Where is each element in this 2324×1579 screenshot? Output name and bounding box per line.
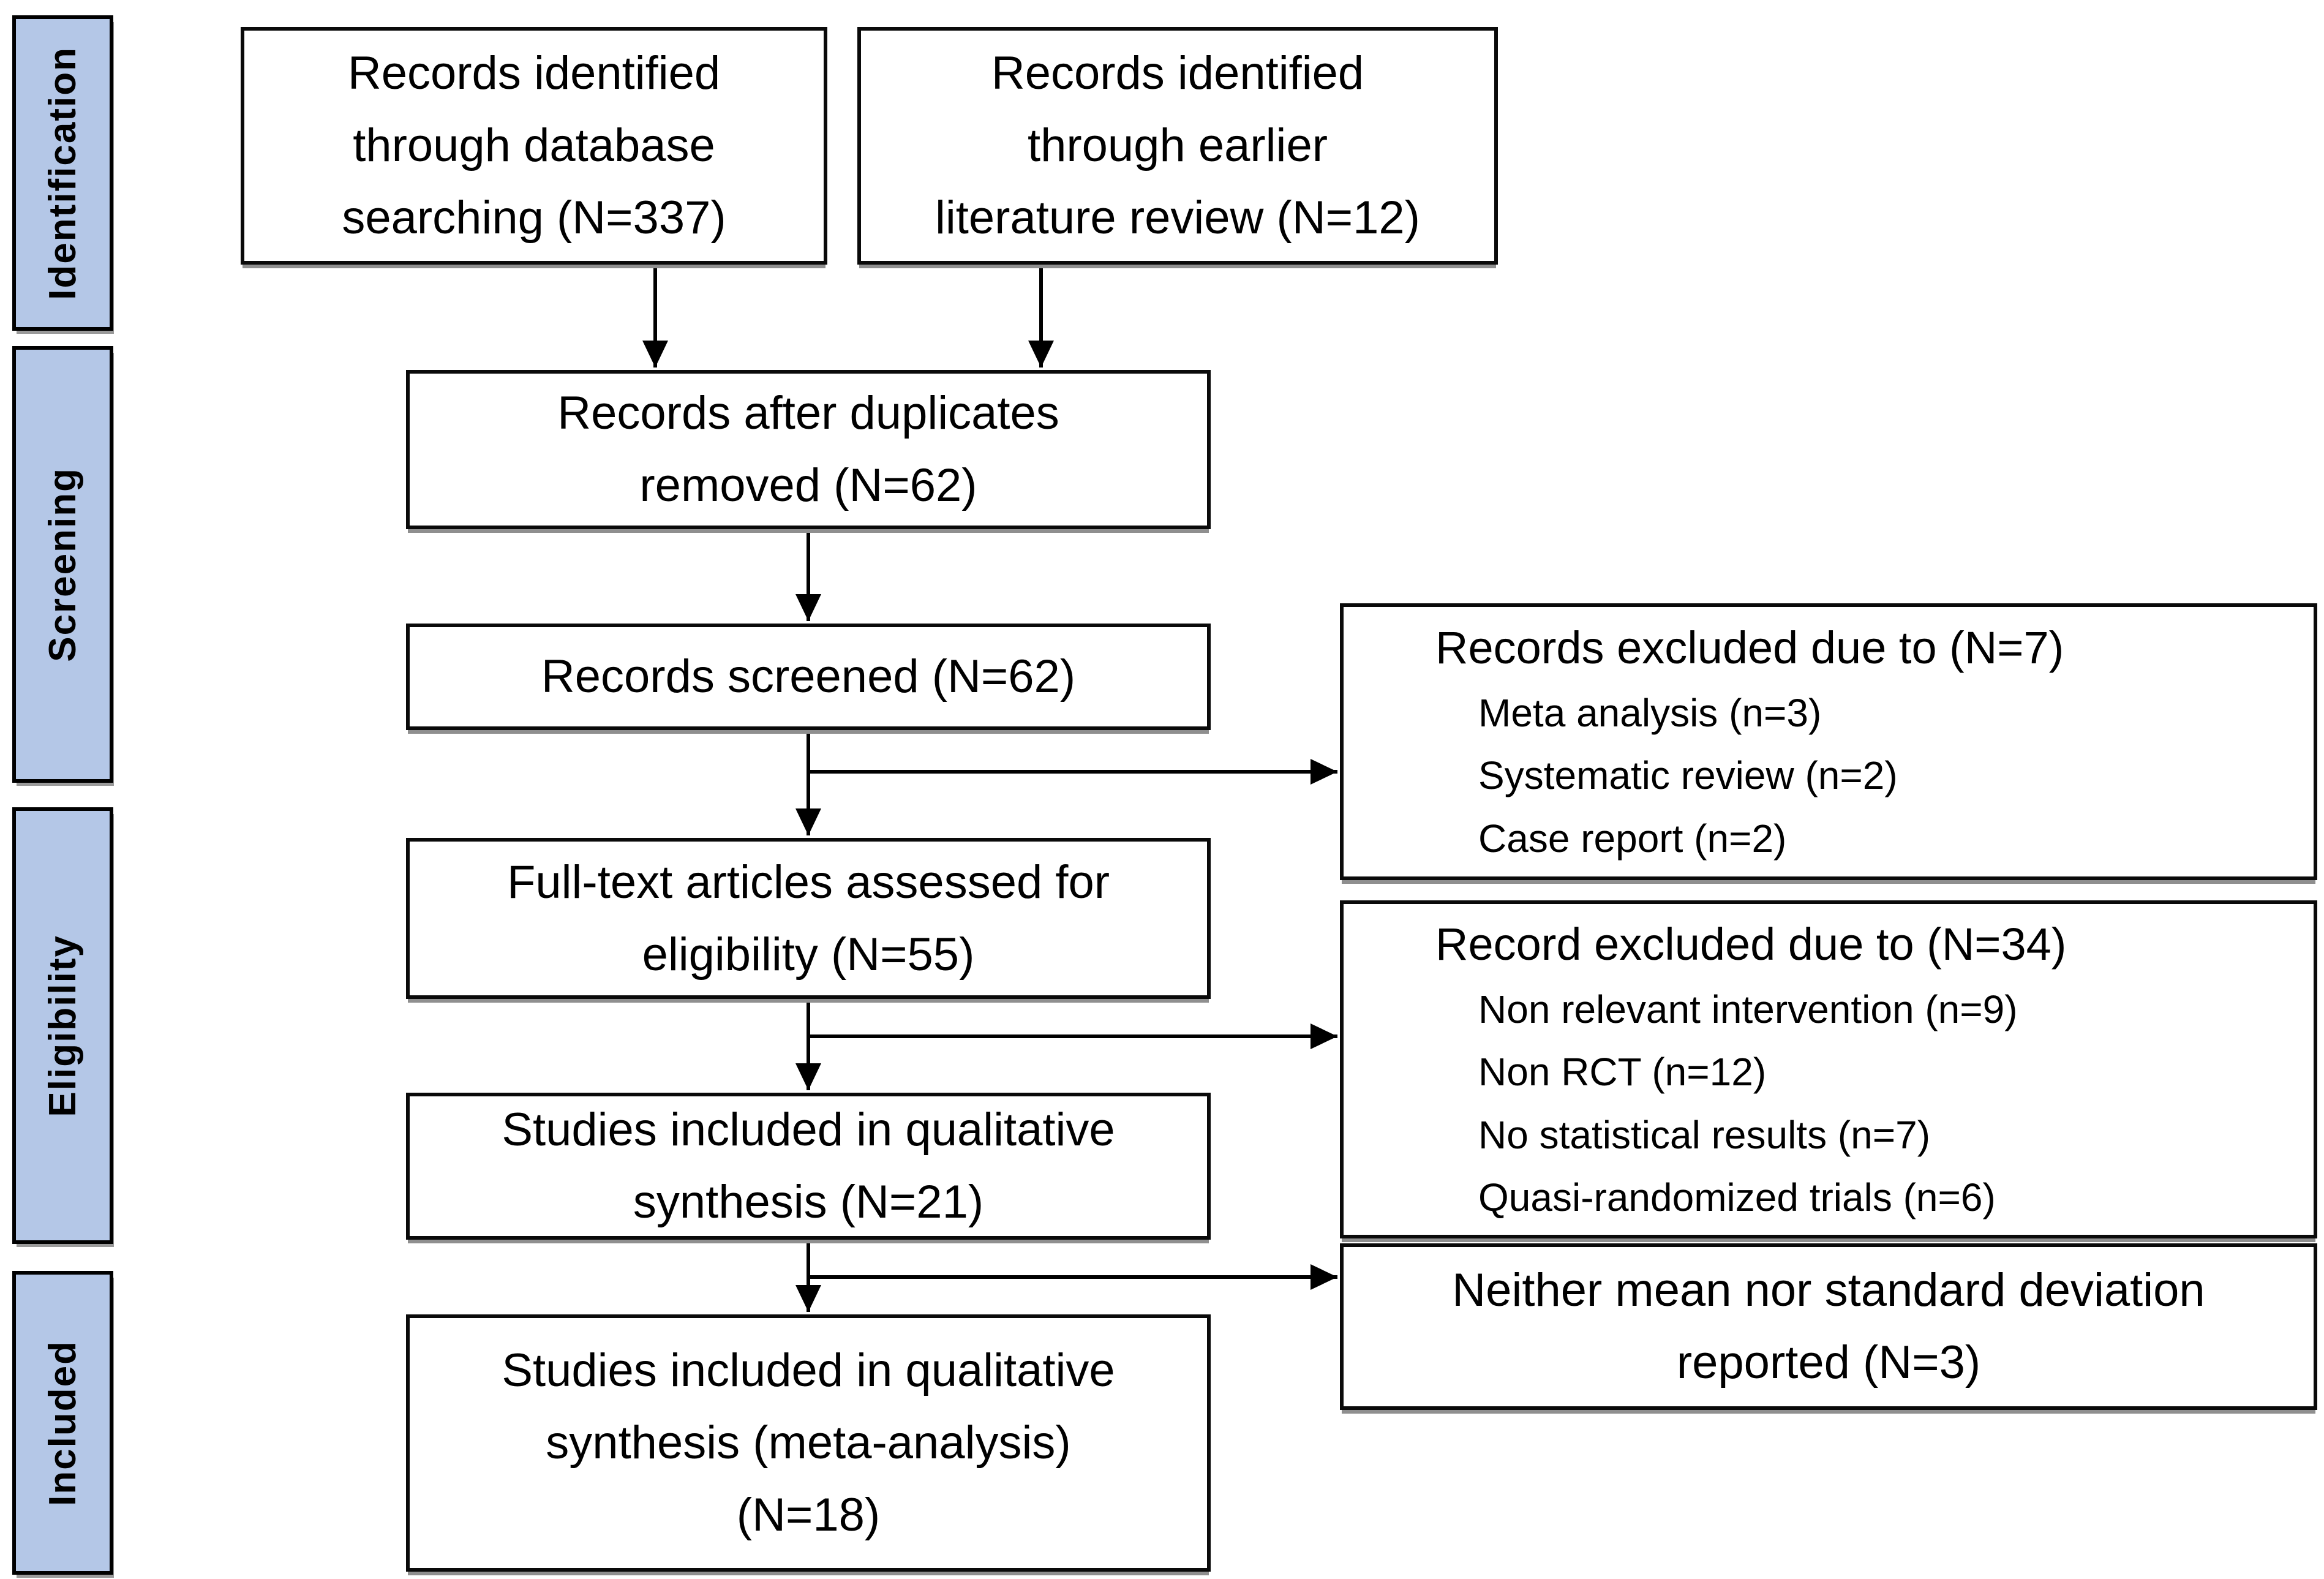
- stage-eligibility: Eligibility: [12, 807, 113, 1244]
- box-fulltext-assessed: Full-text articles assessed for eligibil…: [406, 838, 1211, 999]
- box-records-excluded-screening: Records excluded due to (N=7) Meta analy…: [1340, 603, 2317, 880]
- stage-eligibility-label: Eligibility: [42, 934, 84, 1117]
- box-no-mean-sd-reported-text: Neither mean nor standard deviation repo…: [1452, 1264, 2205, 1389]
- stage-screening-label: Screening: [42, 467, 84, 662]
- excluded-reason-systematic-review: Systematic review (n=2): [1478, 753, 1898, 798]
- box-records-excluded-screening-title: Records excluded due to (N=7): [1435, 622, 2064, 673]
- excluded-reason-quasi-randomized: Quasi-randomized trials (n=6): [1478, 1175, 1996, 1219]
- box-records-identified-database-text: Records identified through database sear…: [342, 47, 726, 244]
- box-records-screened-text: Records screened (N=62): [541, 650, 1076, 703]
- box-records-excluded-fulltext-title: Record excluded due to (N=34): [1435, 918, 2067, 970]
- stage-included: Included: [12, 1271, 113, 1575]
- box-meta-analysis-included-text: Studies included in qualitative synthesi…: [502, 1344, 1115, 1541]
- box-qualitative-synthesis-text: Studies included in qualitative synthesi…: [502, 1104, 1115, 1228]
- stage-identification-label: Identification: [42, 46, 84, 300]
- box-records-screened: Records screened (N=62): [406, 624, 1211, 730]
- excluded-reason-no-statistical-results: No statistical results (n=7): [1478, 1112, 1931, 1157]
- box-qualitative-synthesis: Studies included in qualitative synthesi…: [406, 1093, 1211, 1240]
- box-duplicates-removed-text: Records after duplicates removed (N=62): [557, 387, 1059, 511]
- excluded-reason-meta-analysis: Meta analysis (n=3): [1478, 690, 1822, 735]
- box-records-identified-literature: Records identified through earlier liter…: [857, 27, 1498, 265]
- box-meta-analysis-included: Studies included in qualitative synthesi…: [406, 1314, 1211, 1572]
- excluded-reason-non-relevant-intervention: Non relevant intervention (n=9): [1478, 987, 2018, 1031]
- stage-included-label: Included: [42, 1340, 84, 1506]
- stage-identification: Identification: [12, 15, 113, 331]
- stage-screening: Screening: [12, 346, 113, 783]
- box-records-excluded-fulltext: Record excluded due to (N=34) Non releva…: [1340, 900, 2317, 1238]
- box-records-identified-database: Records identified through database sear…: [241, 27, 827, 265]
- box-no-mean-sd-reported: Neither mean nor standard deviation repo…: [1340, 1243, 2317, 1410]
- excluded-reason-non-rct: Non RCT (n=12): [1478, 1050, 1767, 1095]
- box-duplicates-removed: Records after duplicates removed (N=62): [406, 370, 1211, 529]
- box-fulltext-assessed-text: Full-text articles assessed for eligibil…: [506, 856, 1110, 981]
- excluded-reason-case-report: Case report (n=2): [1478, 816, 1787, 861]
- box-records-identified-literature-text: Records identified through earlier liter…: [935, 47, 1420, 244]
